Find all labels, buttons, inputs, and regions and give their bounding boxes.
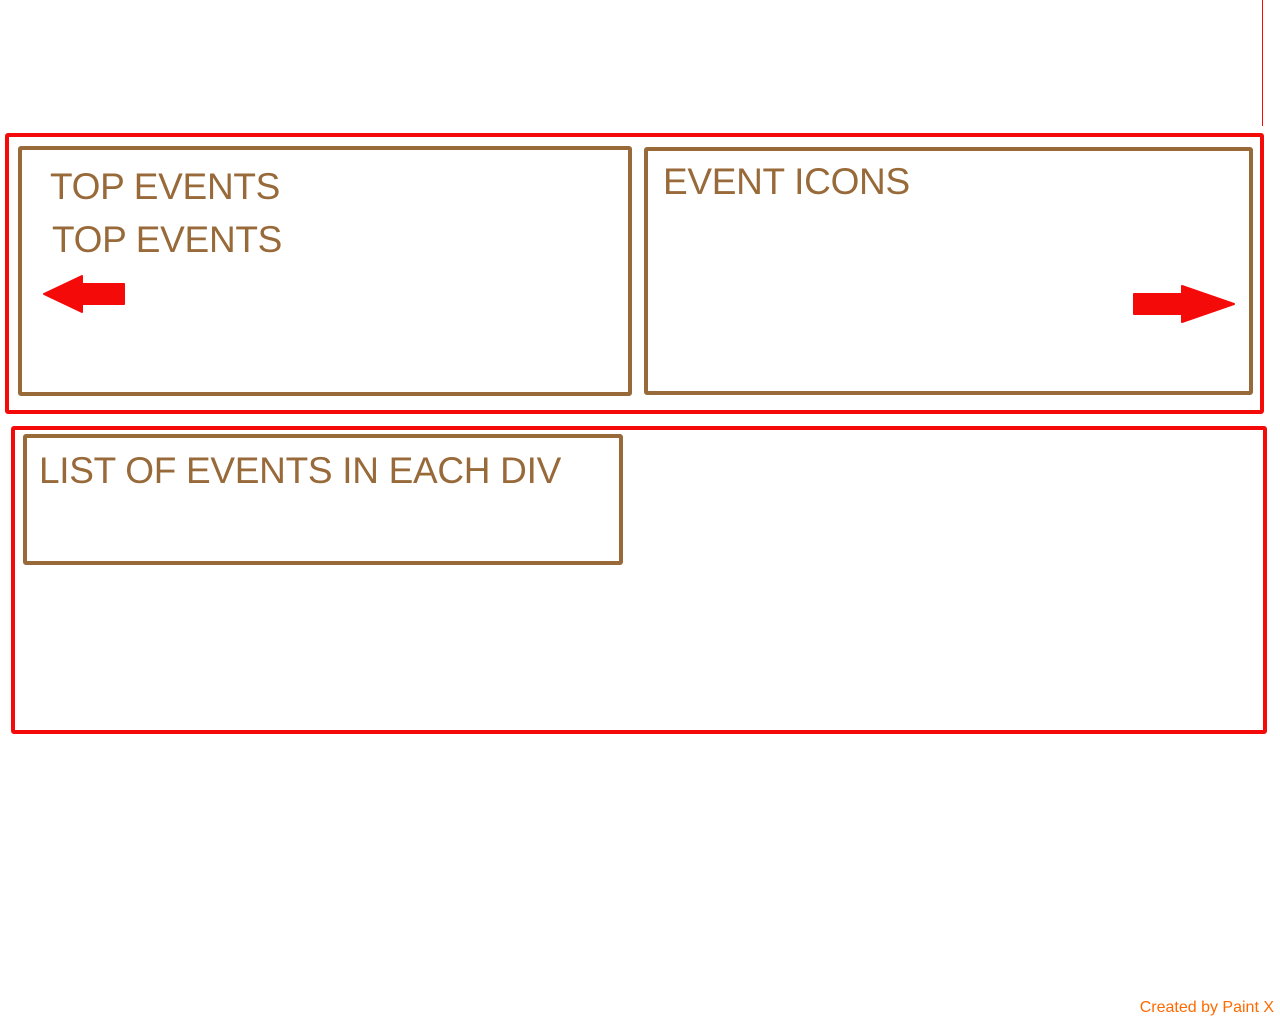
events-list-panel <box>23 434 623 565</box>
bottom-container <box>11 426 1267 734</box>
event-icons-panel <box>644 147 1253 395</box>
arrow-left-icon[interactable] <box>42 274 126 316</box>
events-list-heading: LIST OF EVENTS IN EACH DIV <box>39 450 561 491</box>
top-container <box>5 133 1264 414</box>
top-events-panel <box>18 146 632 396</box>
top-events-heading-1: TOP EVENTS <box>50 166 281 207</box>
paint-x-watermark: Created by Paint X <box>1139 999 1274 1016</box>
top-events-heading-2: TOP EVENTS <box>52 219 283 260</box>
event-icons-heading: EVENT ICONS <box>663 161 910 202</box>
edge-line <box>1262 0 1263 126</box>
arrow-right-icon[interactable] <box>1132 284 1236 326</box>
